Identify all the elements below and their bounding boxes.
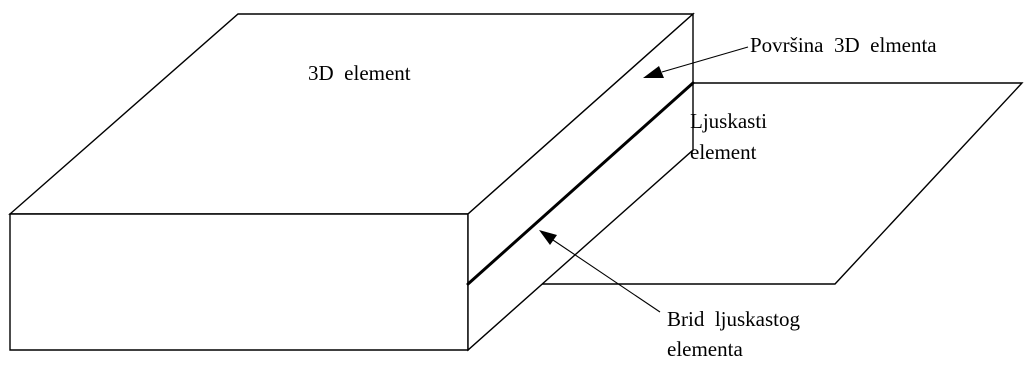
label-shell-edge-line1: Brid ljuskastog [667, 307, 801, 331]
label-shell-element-line2: element [690, 140, 757, 164]
label-3d-element: 3D element [308, 61, 411, 85]
label-surface-of-3d-element: Površina 3D elmenta [750, 33, 937, 57]
surface-leader-line [661, 46, 749, 73]
edge-leader-line [552, 239, 661, 313]
edge-arrowhead [539, 230, 557, 245]
label-shell-edge-line2: elementa [667, 337, 743, 361]
solid-box-front-face [9, 213, 469, 351]
label-shell-element-line1: Ljuskasti [690, 109, 767, 133]
shell-element-edge [466, 81, 695, 286]
surface-arrowhead [643, 66, 664, 78]
